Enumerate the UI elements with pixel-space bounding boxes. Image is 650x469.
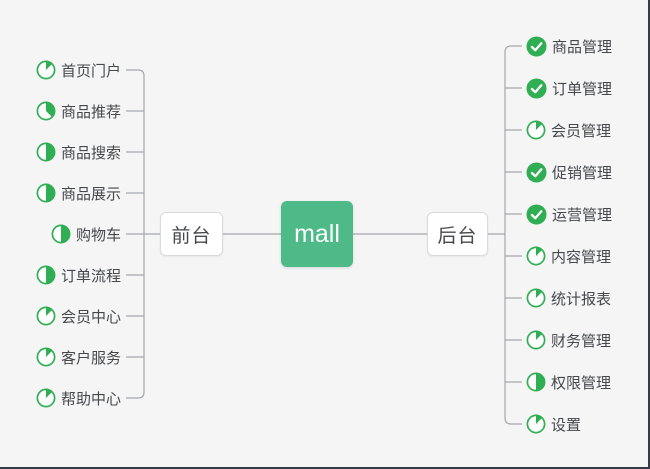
progress-pie-icon: [36, 60, 56, 80]
progress-pie-icon: [51, 224, 71, 244]
progress-pie-icon: [36, 142, 56, 162]
mindmap-item[interactable]: 商品搜索: [36, 141, 121, 163]
mindmap-item[interactable]: 订单管理: [526, 77, 612, 99]
progress-pie-icon: [36, 306, 56, 326]
progress-pie-icon: [526, 414, 546, 434]
mindmap-item[interactable]: 统计报表: [526, 287, 611, 309]
branch-label: 前台: [171, 225, 212, 247]
branch-node-frontend[interactable]: 前台: [160, 212, 223, 256]
progress-pie-icon: [526, 120, 546, 140]
item-label: 财务管理: [551, 332, 612, 350]
mindmap-item[interactable]: 权限管理: [526, 371, 611, 393]
root-node[interactable]: mall: [281, 201, 353, 267]
branch-node-backend[interactable]: 后台: [427, 212, 488, 256]
item-label: 会员管理: [551, 122, 612, 140]
mindmap-item[interactable]: 会员中心: [36, 305, 121, 327]
item-label: 帮助中心: [60, 390, 121, 408]
root-label: mall: [294, 219, 340, 248]
mindmap-item[interactable]: 帮助中心: [36, 387, 121, 409]
check-icon: [526, 162, 547, 182]
check-icon: [526, 36, 547, 56]
mindmap-item[interactable]: 财务管理: [526, 329, 611, 351]
mindmap-item[interactable]: 商品管理: [526, 35, 612, 57]
item-label: 客户服务: [60, 349, 121, 367]
progress-pie-icon: [526, 246, 546, 266]
progress-pie-icon: [526, 372, 546, 392]
progress-pie-icon: [36, 183, 56, 203]
item-label: 会员中心: [60, 308, 121, 326]
item-label: 内容管理: [551, 248, 612, 266]
progress-pie-icon: [36, 347, 56, 367]
mindmap-item[interactable]: 商品展示: [36, 182, 121, 204]
item-label: 权限管理: [551, 374, 612, 392]
item-label: 订单管理: [552, 80, 613, 98]
item-label: 促销管理: [552, 164, 613, 182]
item-label: 商品展示: [60, 185, 121, 203]
branch-label: 后台: [437, 225, 478, 247]
progress-pie-icon: [36, 388, 56, 408]
item-label: 商品管理: [552, 38, 613, 56]
item-label: 运营管理: [552, 206, 613, 224]
item-label: 商品搜索: [60, 144, 121, 162]
item-label: 统计报表: [551, 290, 612, 308]
progress-pie-icon: [36, 265, 56, 285]
check-icon: [526, 204, 547, 224]
progress-pie-icon: [36, 101, 56, 121]
mindmap-item[interactable]: 商品推荐: [36, 100, 121, 122]
mindmap-item[interactable]: 运营管理: [526, 203, 612, 225]
mindmap-item[interactable]: 设置: [526, 413, 581, 435]
mindmap-item[interactable]: 首页门户: [36, 59, 121, 81]
progress-pie-icon: [526, 330, 546, 350]
mindmap-item[interactable]: 会员管理: [526, 119, 611, 141]
check-icon: [526, 78, 547, 98]
mindmap-item[interactable]: 内容管理: [526, 245, 611, 267]
mindmap-item[interactable]: 客户服务: [36, 346, 121, 368]
mindmap-item[interactable]: 订单流程: [36, 264, 121, 286]
progress-pie-icon: [526, 288, 546, 308]
item-label: 设置: [551, 416, 582, 434]
item-label: 首页门户: [60, 62, 121, 80]
mindmap-item[interactable]: 促销管理: [526, 161, 612, 183]
item-label: 购物车: [75, 226, 121, 244]
item-label: 商品推荐: [60, 103, 121, 121]
mindmap-item[interactable]: 购物车: [51, 223, 121, 245]
item-label: 订单流程: [60, 267, 121, 285]
